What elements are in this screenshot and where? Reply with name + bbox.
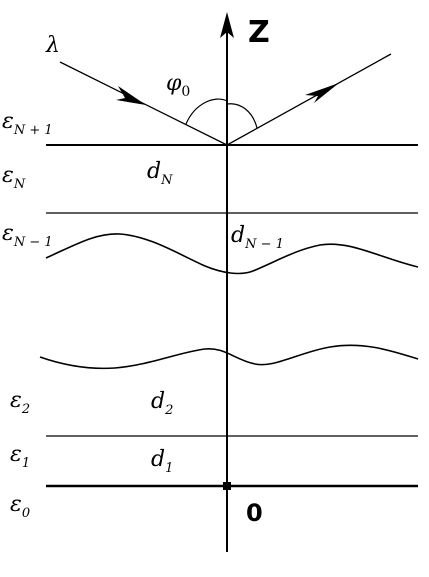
wavelength-label: λ xyxy=(45,33,60,58)
z-axis-arrowhead xyxy=(220,12,234,38)
thickness-n-minus-1-label: dN − 1 xyxy=(231,223,284,252)
reflected-ray-arrowhead xyxy=(305,83,339,103)
reflection-angle-arc xyxy=(226,103,258,129)
z-axis-label: Z xyxy=(248,15,270,50)
thickness-2-label: d2 xyxy=(151,389,173,418)
origin-marker xyxy=(223,482,231,490)
incident-ray-arrowhead xyxy=(116,86,146,105)
incidence-angle-label: φ0 xyxy=(166,71,190,100)
thickness-n-label: dN xyxy=(147,159,173,188)
thickness-1-label: d1 xyxy=(151,447,173,476)
epsilon-0-label: ε0 xyxy=(10,492,30,521)
interface-rough-upper xyxy=(45,233,419,275)
epsilon-1-label: ε1 xyxy=(10,442,30,471)
epsilon-n-label: εN xyxy=(2,163,26,192)
incidence-angle-arc xyxy=(185,98,228,125)
interface-rough-lower xyxy=(39,344,419,370)
epsilon-n-minus-1-label: εN − 1 xyxy=(2,221,53,250)
origin-label: 0 xyxy=(246,499,263,527)
epsilon-2-label: ε2 xyxy=(10,388,30,417)
epsilon-n-plus-1-label: εN + 1 xyxy=(2,109,53,138)
reflected-ray xyxy=(226,53,392,146)
